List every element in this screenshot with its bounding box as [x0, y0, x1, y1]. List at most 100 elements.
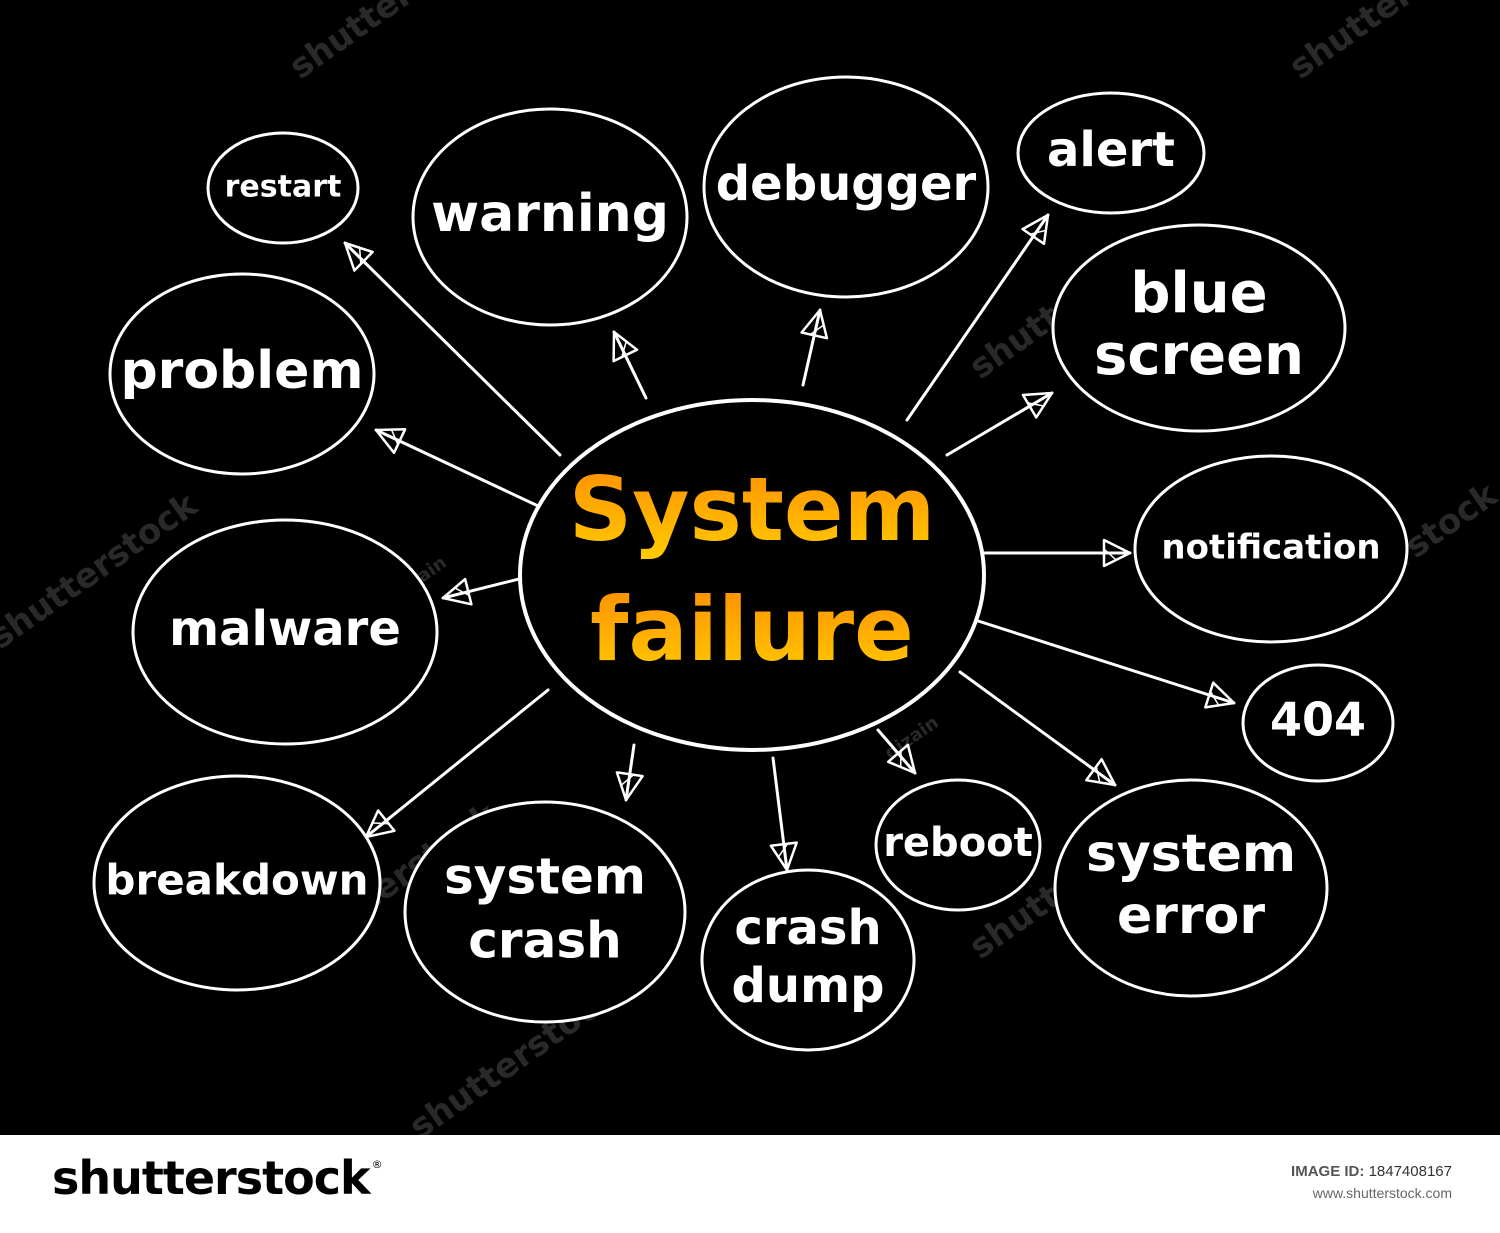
arrowhead-system-error — [1085, 757, 1117, 787]
logo-text: shutterstock — [52, 1151, 371, 1205]
node-warning: warning — [411, 107, 689, 327]
center-ellipse — [518, 398, 986, 752]
arrowhead-hatch-system-crash — [621, 774, 635, 786]
node-label-system-crash-line-2: crash — [468, 912, 621, 970]
node-problem: problem — [108, 272, 376, 476]
node-label-reboot: reboot — [883, 820, 1033, 866]
node-label-blue-screen-line-1: blue — [1130, 261, 1267, 326]
arrowhead-hatch-warning — [621, 341, 627, 358]
node-ellipse-blue-screen — [1051, 223, 1347, 433]
arrowhead-debugger — [800, 308, 829, 340]
connector-crash-dump — [771, 756, 789, 872]
arrowhead-hatch-alert — [1029, 229, 1046, 235]
connector-problem — [374, 428, 538, 507]
node-ellipse-system-error — [1053, 778, 1329, 998]
node-malware: malware — [131, 518, 439, 746]
arrowhead-hatch-malware — [454, 587, 470, 597]
node-ellipse-warning — [411, 107, 689, 327]
arrowhead-404 — [1204, 681, 1236, 709]
node-restart: restart — [206, 131, 360, 245]
arrowhead-notification — [1102, 538, 1132, 568]
connector-debugger — [801, 308, 822, 387]
node-ellipse-crash-dump — [700, 868, 916, 1052]
connector-404 — [973, 618, 1236, 705]
connector-alert — [905, 213, 1050, 422]
node-reboot: reboot — [874, 778, 1042, 912]
node-debugger: debugger — [702, 75, 990, 299]
arrowhead-malware — [441, 577, 473, 606]
node-ellipse-404 — [1241, 663, 1395, 783]
connector-breakdown — [364, 688, 550, 839]
center-title-line-1: System — [569, 458, 936, 561]
arrowhead-breakdown — [364, 809, 396, 839]
connector-system-crash — [624, 743, 636, 802]
node-label-system-error-line-1: system — [1086, 824, 1296, 884]
node-label-warning: warning — [431, 184, 669, 244]
node-label-restart: restart — [225, 170, 342, 205]
arrowhead-restart — [343, 241, 374, 272]
arrowhead-warning — [612, 330, 639, 363]
site-url[interactable]: www.shutterstock.com — [1312, 1184, 1452, 1201]
image-id-label: IMAGE ID: — [1291, 1163, 1365, 1180]
arrowhead-reboot — [886, 743, 917, 775]
node-label-blue-screen-line-2: screen — [1094, 323, 1304, 388]
node-ellipse-system-crash — [403, 800, 687, 1024]
node-notification: notification — [1133, 454, 1409, 644]
watermark-brand: shutterstock — [1282, 0, 1500, 87]
shutterstock-logo[interactable]: shutterstock® — [52, 1155, 383, 1201]
node-ellipse-reboot — [874, 778, 1042, 912]
node-label-problem: problem — [120, 341, 363, 401]
node-label-system-error-line-2: error — [1117, 886, 1265, 946]
image-id-value: 1847408167 — [1368, 1163, 1452, 1180]
node-404: 404 — [1241, 663, 1395, 783]
node-label-breakdown: breakdown — [105, 856, 368, 905]
node-label-crash-dump-line-1: crash — [734, 900, 881, 956]
node-label-system-crash-line-1: system — [444, 848, 646, 906]
stock-footer: shutterstock® IMAGE ID: 1847408167 www.s… — [0, 1135, 1500, 1233]
node-label-alert: alert — [1047, 122, 1175, 178]
connector-blue-screen — [945, 391, 1054, 457]
image-id-block: IMAGE ID: 1847408167 www.shutterstock.co… — [1291, 1161, 1452, 1203]
node-label-notification: notification — [1161, 528, 1380, 568]
arrowhead-hatch-system-error — [1095, 766, 1101, 782]
connector-malware — [441, 576, 525, 600]
arrowhead-hatch-crash-dump — [778, 843, 789, 858]
arrowhead-hatch-notification — [1103, 548, 1117, 561]
center-title-line-2: failure — [590, 578, 914, 681]
arrowhead-hatch-restart — [358, 248, 362, 265]
connector-system-error — [958, 670, 1117, 787]
center-node: System failure — [518, 398, 986, 752]
watermark-brand: shutterstock — [282, 0, 506, 87]
node-label-crash-dump-line-2: dump — [732, 958, 885, 1014]
arrowhead-crash-dump — [769, 841, 798, 872]
registered-mark: ® — [371, 1158, 383, 1171]
arrowhead-hatch-problem — [391, 429, 399, 445]
connector-warning — [612, 330, 648, 400]
node-ellipse-breakdown — [92, 774, 382, 992]
node-label-malware: malware — [169, 601, 401, 657]
node-ellipse-alert — [1016, 91, 1206, 215]
arrowhead-system-crash — [615, 771, 644, 802]
arrowhead-blue-screen — [1021, 391, 1054, 419]
node-breakdown: breakdown — [92, 774, 382, 992]
node-ellipse-problem — [108, 272, 376, 476]
arrowhead-hatch-blue-screen — [1027, 402, 1044, 407]
arrowhead-hatch-debugger — [809, 324, 824, 336]
connector-layer — [343, 213, 1236, 872]
node-ellipse-notification — [1133, 454, 1409, 644]
node-system-crash: system crash — [403, 800, 687, 1024]
connector-reboot — [876, 728, 917, 775]
node-label-404: 404 — [1270, 693, 1366, 747]
arrowhead-hatch-404 — [1209, 691, 1220, 706]
connector-restart — [343, 241, 562, 457]
node-label-debugger: debugger — [716, 156, 977, 212]
node-ellipse-debugger — [702, 75, 990, 299]
node-ellipse-restart — [206, 131, 360, 245]
arrowhead-problem — [374, 428, 407, 455]
